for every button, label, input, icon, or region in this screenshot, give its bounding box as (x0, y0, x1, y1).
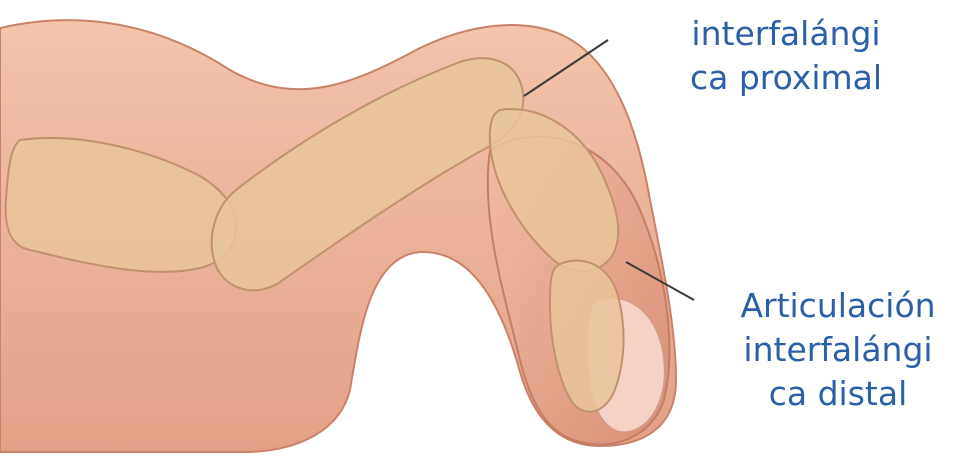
label-proximal-line-2: ca proximal (636, 56, 936, 100)
label-distal-line-1: Articulación (708, 284, 968, 328)
label-distal-line-3: ca distal (708, 372, 968, 416)
label-distal-interphalangeal-joint: Articulación interfalángi ca distal (708, 284, 968, 416)
label-distal-line-2: interfalángi (708, 328, 968, 372)
label-proximal-line-1: interfalángi (636, 12, 936, 56)
label-proximal-interphalangeal-joint: interfalángi ca proximal (636, 12, 936, 100)
